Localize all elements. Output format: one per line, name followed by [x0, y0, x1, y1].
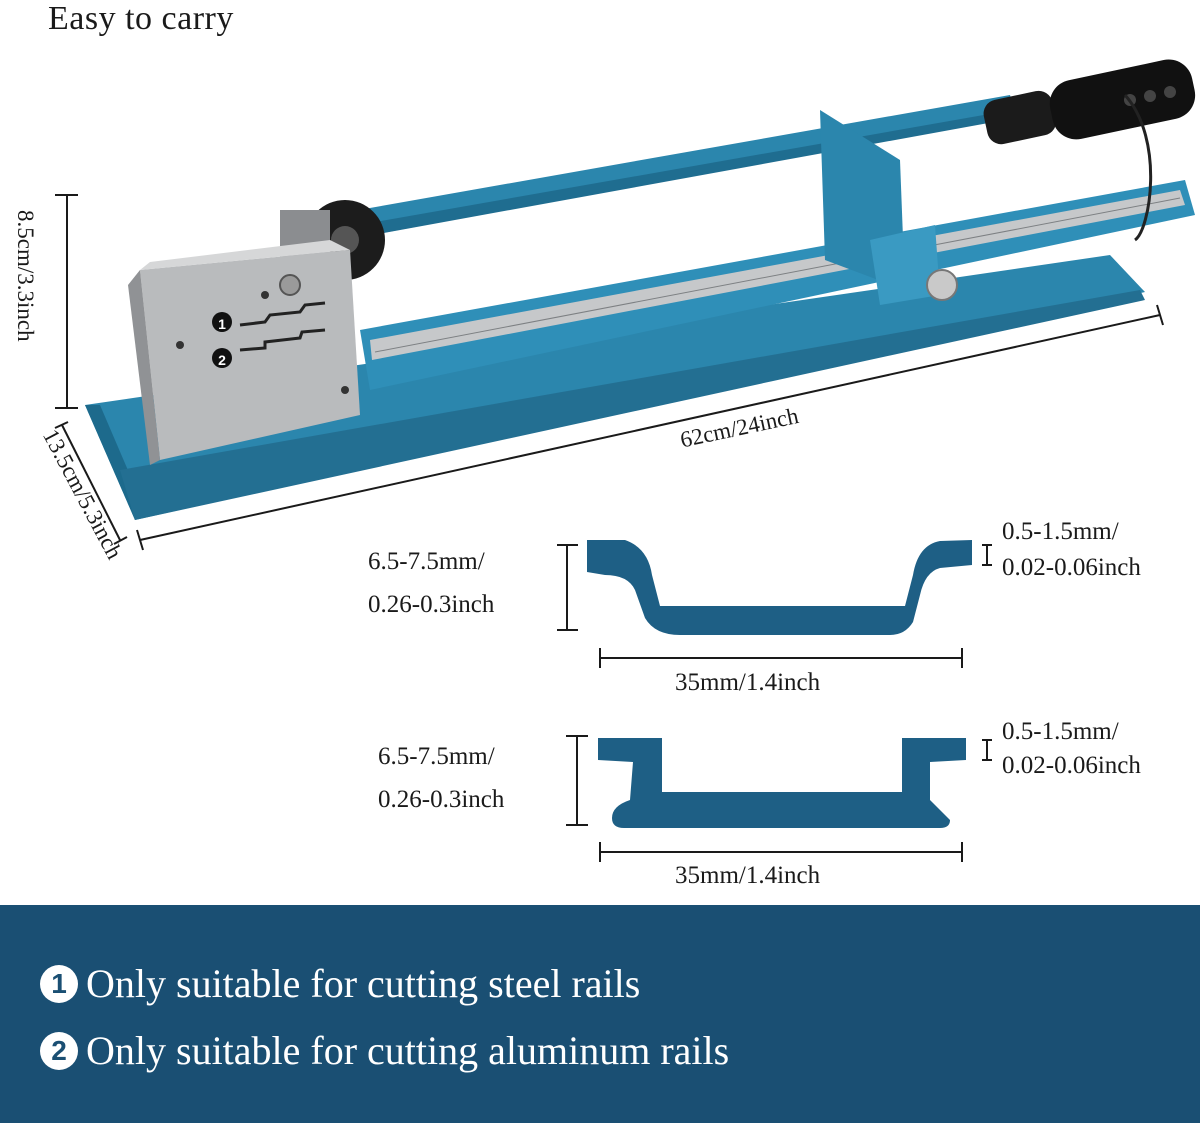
note-steel: 1 Only suitable for cutting steel rails: [40, 960, 640, 1007]
lever-handle: [330, 59, 1196, 242]
profile1-width: 35mm/1.4inch: [675, 669, 821, 696]
base-plate: [85, 255, 1145, 520]
note-text: Only suitable for cutting aluminum rails: [86, 1028, 730, 1073]
note-number-badge: 2: [40, 1031, 78, 1070]
steel-rail-profile: [587, 540, 972, 635]
die-marker-2: 2: [218, 352, 226, 368]
height-dimension-label: 8.5cm/3.3inch: [13, 210, 38, 342]
profile1-thickness-mm: 0.5-1.5mm/: [1002, 518, 1119, 545]
tagline: Easy to carry: [48, 0, 234, 37]
profile2-height-inch: 0.26-0.3inch: [378, 786, 505, 813]
note-number-badge: 1: [40, 964, 78, 1003]
profile2-width: 35mm/1.4inch: [675, 862, 821, 889]
profile1-height-mm: 6.5-7.5mm/: [368, 548, 485, 575]
note-text: Only suitable for cutting steel rails: [86, 961, 641, 1006]
aluminum-rail-profile: [598, 738, 966, 828]
profile2-height-mm: 6.5-7.5mm/: [378, 743, 495, 770]
cutting-head: [128, 240, 360, 465]
pivot-roller: [280, 200, 385, 280]
profile2-thickness-inch: 0.02-0.06inch: [1002, 752, 1141, 779]
notes-panel: 1 Only suitable for cutting steel rails …: [0, 905, 1200, 1123]
note-aluminum: 2 Only suitable for cutting aluminum rai…: [40, 1027, 729, 1074]
die-marker-1: 1: [218, 316, 226, 332]
profile1-thickness-inch: 0.02-0.06inch: [1002, 554, 1141, 581]
profile1-height-inch: 0.26-0.3inch: [368, 591, 495, 618]
guide-rail: [360, 180, 1195, 390]
profile2-thickness-mm: 0.5-1.5mm/: [1002, 718, 1119, 745]
rail-cutter-illustration: 1 2: [54, 59, 1196, 862]
length-stop: [820, 110, 958, 305]
dimension-lines: [54, 194, 1164, 862]
